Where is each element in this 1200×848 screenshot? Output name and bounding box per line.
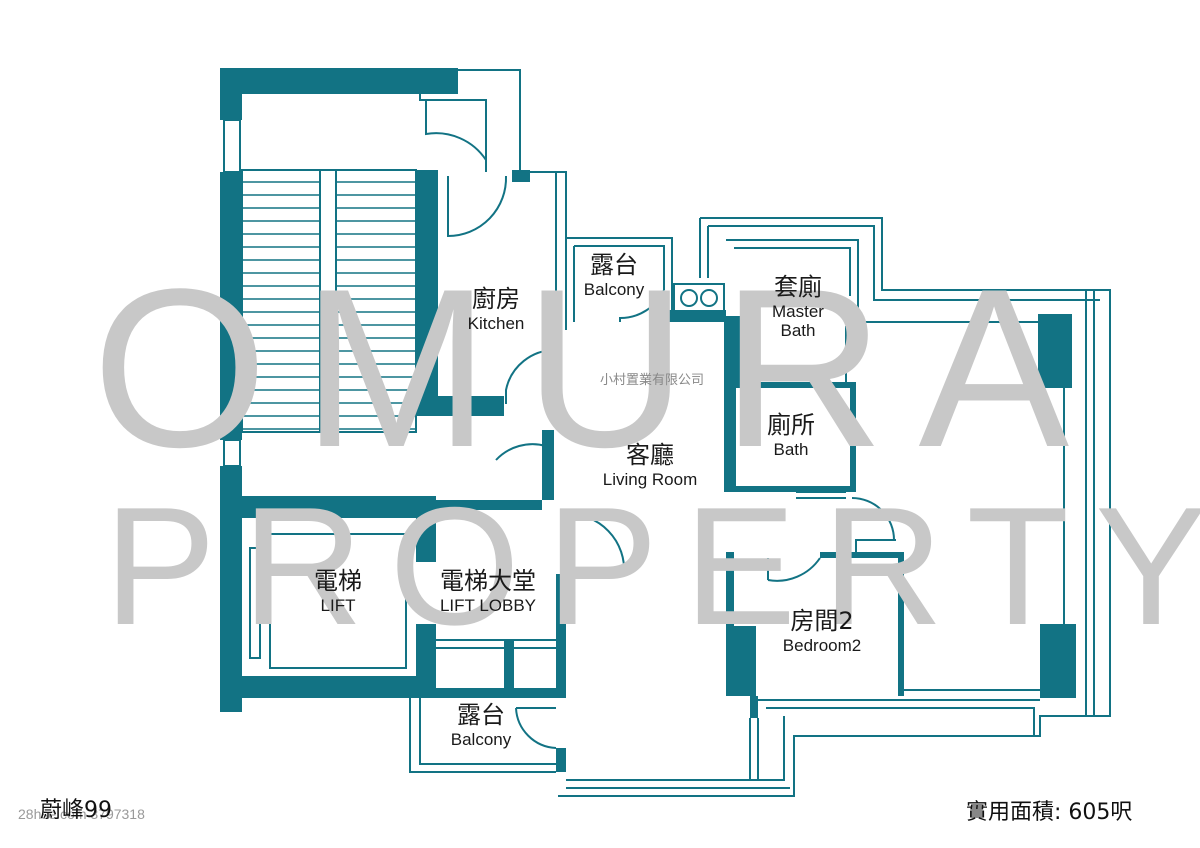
wall-bath-east [850, 382, 856, 492]
wall-bedroom-west-thin [726, 552, 734, 696]
balcony-top-label-zh: 露台 [589, 251, 638, 279]
master-bath-label-en1: Master [772, 301, 824, 321]
watermark-line2: PROPERTY [104, 472, 1200, 660]
room-bedroom2: 房間2 Bedroom2 [782, 607, 862, 655]
lift-label-zh: 電梯 [314, 567, 362, 595]
master-bath-label-en2: Bath [780, 321, 816, 341]
walls [220, 68, 1076, 772]
wall-balcony-post [556, 748, 566, 772]
bath-label-zh: 廁所 [767, 411, 815, 439]
room-balcony-bottom: 露台 Balcony [450, 701, 512, 749]
wall-lift-top [220, 496, 436, 518]
wall-lobby-mid [504, 640, 514, 688]
wall-top-left [220, 68, 458, 94]
wall-left-upper [220, 68, 242, 120]
building-name: 蔚峰99 [40, 798, 112, 823]
wall-bedroom-top [820, 552, 904, 558]
room-bath: 廁所 Bath [767, 411, 815, 459]
stair-treads [242, 181, 416, 430]
agent-name: 小村置業有限公司 [600, 373, 705, 388]
wall-bath-bottom [724, 486, 854, 492]
bedroom2-label-zh: 房間2 [790, 607, 854, 635]
room-kitchen: 廚房 Kitchen [467, 285, 525, 333]
room-master-bath: 套廁 Master Bath [772, 273, 824, 341]
wall-lobby-top [436, 500, 542, 510]
wall-left-mid [220, 172, 242, 440]
thin-lines [223, 69, 1111, 797]
living-label-zh: 客廳 [626, 441, 674, 469]
column-east-lower [1040, 624, 1076, 698]
lift-label-en: LIFT [320, 595, 356, 615]
kitchen-label-en: Kitchen [467, 313, 525, 333]
wall-living-west [556, 574, 566, 698]
wall-lift-east [416, 496, 436, 562]
lift-lobby-label-en: LIFT LOBBY [439, 595, 537, 615]
wall-kitchen-west [416, 170, 438, 416]
wall-kitchen-post [512, 170, 530, 182]
balcony-bottom-label-en: Balcony [450, 729, 512, 749]
wall-bedroom-east [898, 552, 904, 696]
watermark-line1: OMURA [92, 241, 1104, 494]
wall-lift-east-2 [416, 624, 436, 676]
wall-bath-west [724, 316, 736, 492]
wall-bedroom-post [750, 696, 758, 718]
bath-label-en: Bath [773, 439, 809, 459]
kitchen-label-zh: 廚房 [471, 285, 520, 313]
room-lift: 電梯 LIFT [314, 567, 362, 615]
master-bath-label-zh: 套廁 [774, 273, 822, 301]
balcony-top-label-en: Balcony [583, 279, 645, 299]
balcony-bottom-label-zh: 露台 [456, 701, 505, 729]
wall-kitchen-south [416, 396, 504, 416]
wall-lift-bottom [220, 676, 436, 698]
room-balcony-top: 露台 Balcony [583, 251, 645, 299]
saleable-area: 實用面積: 605呎 [966, 800, 1133, 825]
column-east-upper [1038, 314, 1072, 388]
wall-master-bath-west [736, 316, 760, 384]
room-lift-lobby: 電梯大堂 LIFT LOBBY [439, 567, 537, 615]
lift-lobby-label-zh: 電梯大堂 [440, 567, 536, 595]
wall-lobby-bottom [436, 688, 564, 698]
room-living: 客廳 Living Room [602, 441, 698, 489]
wall-lobby-door-post [542, 430, 554, 500]
door-swings [425, 100, 895, 749]
living-label-en: Living Room [602, 469, 698, 489]
wall-bath-top [724, 382, 854, 388]
bedroom2-label-en: Bedroom2 [782, 635, 862, 655]
wall-left-lower [220, 466, 242, 712]
listing-ref: 28hse.com 3797318 [18, 806, 145, 822]
